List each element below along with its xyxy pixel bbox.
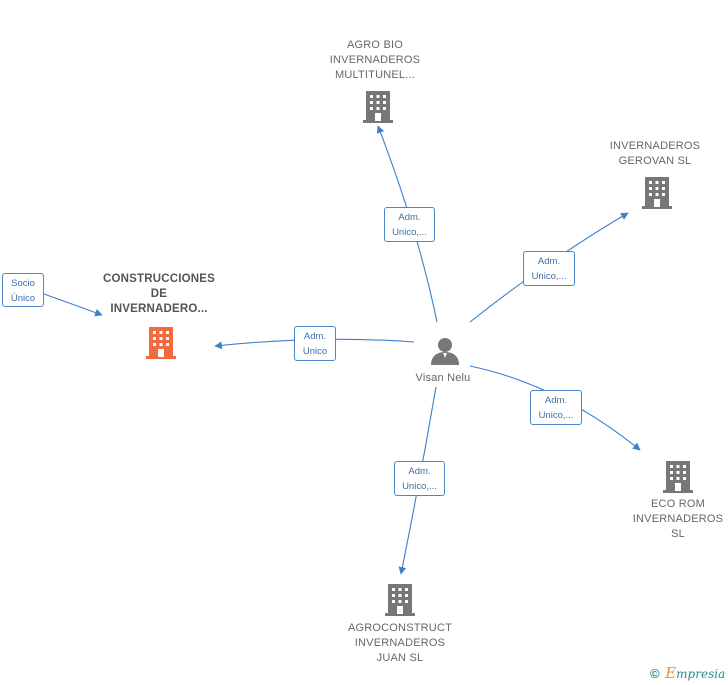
company-label-construcciones[interactable]: CONSTRUCCIONES DE INVERNADERO... (94, 272, 224, 317)
company-label-line: MULTITUNEL... (334, 69, 415, 81)
company-label-line: GEROVAN SL (618, 155, 692, 167)
company-label-gerovan[interactable]: INVERNADEROS GEROVAN SL (595, 139, 715, 169)
relation-label-line: Adm. (398, 212, 421, 223)
company-label-line: INVERNADEROS (354, 637, 446, 649)
relation-label-ecorom[interactable]: Adm. Unico,... (530, 390, 582, 425)
relation-label-line: Unico (302, 346, 328, 357)
company-label-ecorom[interactable]: ECO ROM INVERNADEROS SL (618, 497, 728, 542)
relation-label-line: Unico,... (392, 227, 427, 238)
company-label-line: INVERNADEROS (329, 54, 421, 66)
company-label-line: CONSTRUCCIONES (102, 273, 216, 285)
company-label-line: INVERNADEROS (632, 513, 724, 525)
relation-label-agroconstruct[interactable]: Adm. Unico,... (394, 461, 445, 496)
relation-label-line: Adm. (544, 395, 568, 406)
company-label-line: ECO ROM (651, 498, 705, 510)
company-label-line: AGROCONSTRUCT (347, 622, 453, 634)
relation-label-construcciones[interactable]: Adm. Unico (294, 326, 336, 361)
company-label-line: SL (671, 528, 685, 540)
company-label-line: INVERNADERO... (110, 303, 208, 315)
relation-label-line: Adm. (303, 331, 327, 342)
company-label-line: INVERNADEROS (609, 140, 701, 152)
relation-label-line: Unico,... (538, 410, 574, 421)
building-icon[interactable] (362, 89, 394, 123)
company-label-agro[interactable]: AGRO BIO INVERNADEROS MULTITUNEL... (315, 38, 435, 83)
person-name-label[interactable]: Visan Nelu (415, 372, 471, 384)
relation-label-line: Unico,... (402, 481, 437, 492)
relation-label-gerovan[interactable]: Adm. Unico,... (523, 251, 575, 286)
building-icon[interactable] (145, 325, 177, 359)
relation-label-line: Adm. (408, 466, 431, 477)
empresia-logo: © Empresia (650, 664, 725, 682)
relation-label-line: Socio (11, 278, 35, 289)
relation-label-socio[interactable]: Socio Único (2, 273, 44, 307)
brand-name: mpresia (676, 667, 726, 681)
relation-label-line: Único (10, 293, 36, 304)
company-label-agroconstruct[interactable]: AGROCONSTRUCT INVERNADEROS JUAN SL (338, 621, 462, 666)
company-label-line: JUAN SL (376, 652, 424, 664)
copyright-symbol: © (650, 666, 660, 681)
edge-socio (43, 293, 103, 317)
building-icon[interactable] (641, 175, 673, 209)
building-icon[interactable] (662, 459, 694, 493)
relation-label-line: Unico,... (531, 271, 567, 282)
building-icon[interactable] (384, 582, 416, 616)
relation-label-agro[interactable]: Adm. Unico,... (384, 207, 435, 242)
person-icon[interactable] (430, 336, 460, 366)
relation-label-line: Adm. (537, 256, 561, 267)
company-label-line: AGRO BIO (347, 39, 403, 51)
brand-initial: E (665, 664, 677, 682)
company-label-line: DE (150, 288, 168, 300)
